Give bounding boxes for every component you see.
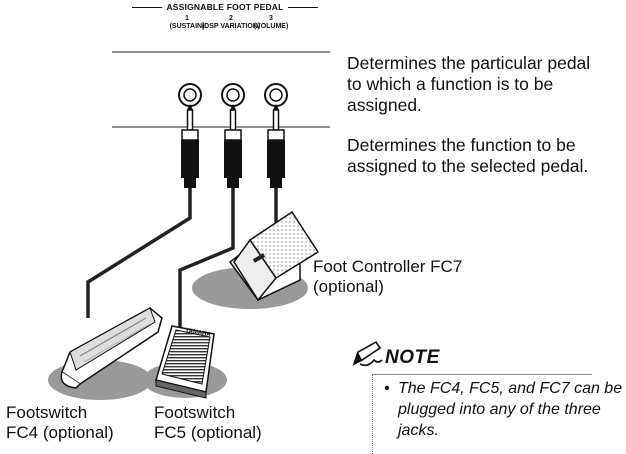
jack-panel-title: ASSIGNABLE FOOT PEDAL bbox=[120, 2, 330, 12]
pedal-description: Determines the particular pedal to which… bbox=[347, 53, 591, 115]
function-description: Determines the function to be assigned t… bbox=[347, 135, 589, 176]
fc5-footswitch bbox=[155, 325, 215, 399]
fc4-label-line1: Footswitch bbox=[6, 403, 88, 422]
jack-1-number: 1 bbox=[185, 15, 189, 22]
pencil-note-icon bbox=[352, 340, 383, 367]
plug-3 bbox=[267, 104, 285, 188]
jack-1-name: (SUSTAIN) bbox=[169, 23, 205, 30]
jack-socket-3 bbox=[264, 83, 288, 107]
jack-3-number: 3 bbox=[269, 15, 273, 22]
jack-2-label: 2 (DSP VARIATION) bbox=[196, 15, 266, 31]
note-vrule bbox=[372, 374, 373, 454]
fc7-label: Foot Controller FC7 (optional) bbox=[313, 257, 462, 297]
note-text: The FC4, FC5, and FC7 can be plugged int… bbox=[398, 380, 623, 439]
plug-2 bbox=[224, 104, 242, 188]
jack-3-label: 3 (VOLUME) bbox=[236, 15, 306, 31]
jack-3-name: (VOLUME) bbox=[253, 23, 289, 30]
fc5-label-line2: FC5 (optional) bbox=[154, 423, 262, 442]
cable-fc4 bbox=[86, 188, 192, 318]
note-body: • The FC4, FC5, and FC7 can be plugged i… bbox=[380, 378, 626, 441]
fc4-label-line2: FC4 (optional) bbox=[6, 423, 114, 442]
jack-socket-2 bbox=[221, 83, 245, 107]
jack-1-label: 1 (SUSTAIN) bbox=[152, 15, 222, 31]
note-title: NOTE bbox=[385, 347, 440, 368]
jack-2-number: 2 bbox=[229, 15, 233, 22]
jack-2-name: (DSP VARIATION) bbox=[201, 23, 261, 30]
title-text: ASSIGNABLE FOOT PEDAL bbox=[166, 2, 284, 12]
plug-1 bbox=[181, 104, 199, 188]
note-rule bbox=[372, 374, 592, 375]
title-dash-right bbox=[287, 7, 318, 9]
fc7-label-line2: (optional) bbox=[313, 277, 384, 296]
foot-pedal-diagram bbox=[48, 51, 330, 400]
fc4-label: Footswitch FC4 (optional) bbox=[6, 403, 114, 443]
fc7-foot-controller bbox=[228, 210, 320, 302]
fc7-label-line1: Foot Controller FC7 bbox=[313, 257, 463, 276]
fc5-label: Footswitch FC5 (optional) bbox=[154, 403, 262, 443]
jack-socket-1 bbox=[178, 83, 202, 107]
title-dash-left bbox=[132, 7, 163, 9]
note-bullet: • bbox=[384, 380, 390, 397]
cable-fc5 bbox=[178, 188, 235, 330]
fc5-label-line1: Footswitch bbox=[154, 403, 236, 422]
fc4-footswitch bbox=[60, 307, 163, 389]
